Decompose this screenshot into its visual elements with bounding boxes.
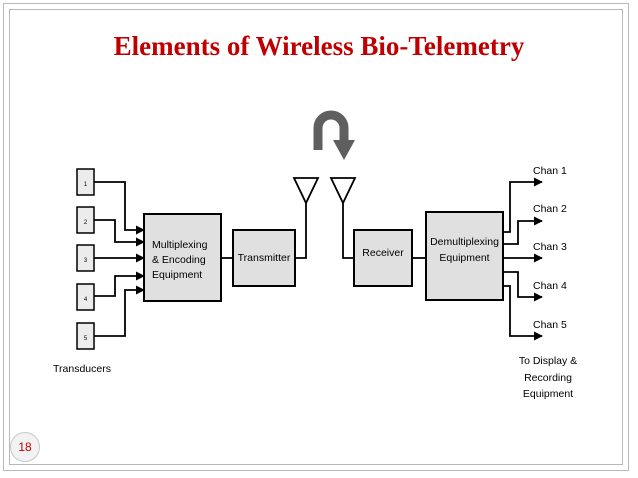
mux-label-line-1: Multiplexing xyxy=(152,239,208,251)
transducer-5: 5 xyxy=(76,322,95,350)
transducer-5-number: 5 xyxy=(84,336,88,342)
page-number-badge: 18 xyxy=(10,432,40,462)
channel-5-label: Chan 5 xyxy=(533,319,567,331)
transducer-wires xyxy=(94,181,145,337)
antenna-receiver-feed xyxy=(342,203,354,259)
output-label-line-1: To Display & xyxy=(519,355,577,367)
transducer-3-number: 3 xyxy=(84,258,88,264)
transmitter-antenna-feed xyxy=(295,203,307,259)
mux-label-line-3: Equipment xyxy=(152,269,202,281)
multiplexing-encoding-block: Multiplexing & Encoding Equipment xyxy=(143,213,222,302)
channel-1-label: Chan 1 xyxy=(533,165,567,177)
transducer-1: 1 xyxy=(76,168,95,196)
output-label-line-2: Recording xyxy=(524,372,572,384)
transducer-4: 4 xyxy=(76,283,95,311)
demultiplexing-block: Demultiplexing Equipment xyxy=(425,211,504,301)
transducer-1-number: 1 xyxy=(84,182,88,188)
receiver-block: Receiver xyxy=(353,229,413,287)
transducer-4-number: 4 xyxy=(84,297,88,303)
mux-label-line-2: & Encoding xyxy=(152,254,206,266)
transmitter-block: Transmitter xyxy=(232,229,296,287)
demux-label-line-2: Equipment xyxy=(439,252,489,264)
transducer-2-number: 2 xyxy=(84,220,88,226)
channel-2-label: Chan 2 xyxy=(533,203,567,215)
transducer-3: 3 xyxy=(76,244,95,272)
output-label-line-3: Equipment xyxy=(523,388,573,400)
receive-antenna-icon xyxy=(329,177,357,206)
transducers-label: Transducers xyxy=(53,363,111,375)
channel-4-label: Chan 4 xyxy=(533,280,567,292)
slide-frame-outer xyxy=(3,3,629,471)
channel-3-label: Chan 3 xyxy=(533,241,567,253)
wireless-signal-arrow-icon xyxy=(313,110,355,160)
channel-wires xyxy=(503,177,543,341)
slide-title: Elements of Wireless Bio-Telemetry xyxy=(113,31,525,61)
transmitter-label: Transmitter xyxy=(238,252,291,264)
transmit-antenna-icon xyxy=(292,177,320,206)
demux-label-line-1: Demultiplexing xyxy=(430,236,499,248)
transducer-2: 2 xyxy=(76,206,95,234)
slide-frame-inner xyxy=(9,9,623,465)
receiver-label: Receiver xyxy=(362,247,404,259)
